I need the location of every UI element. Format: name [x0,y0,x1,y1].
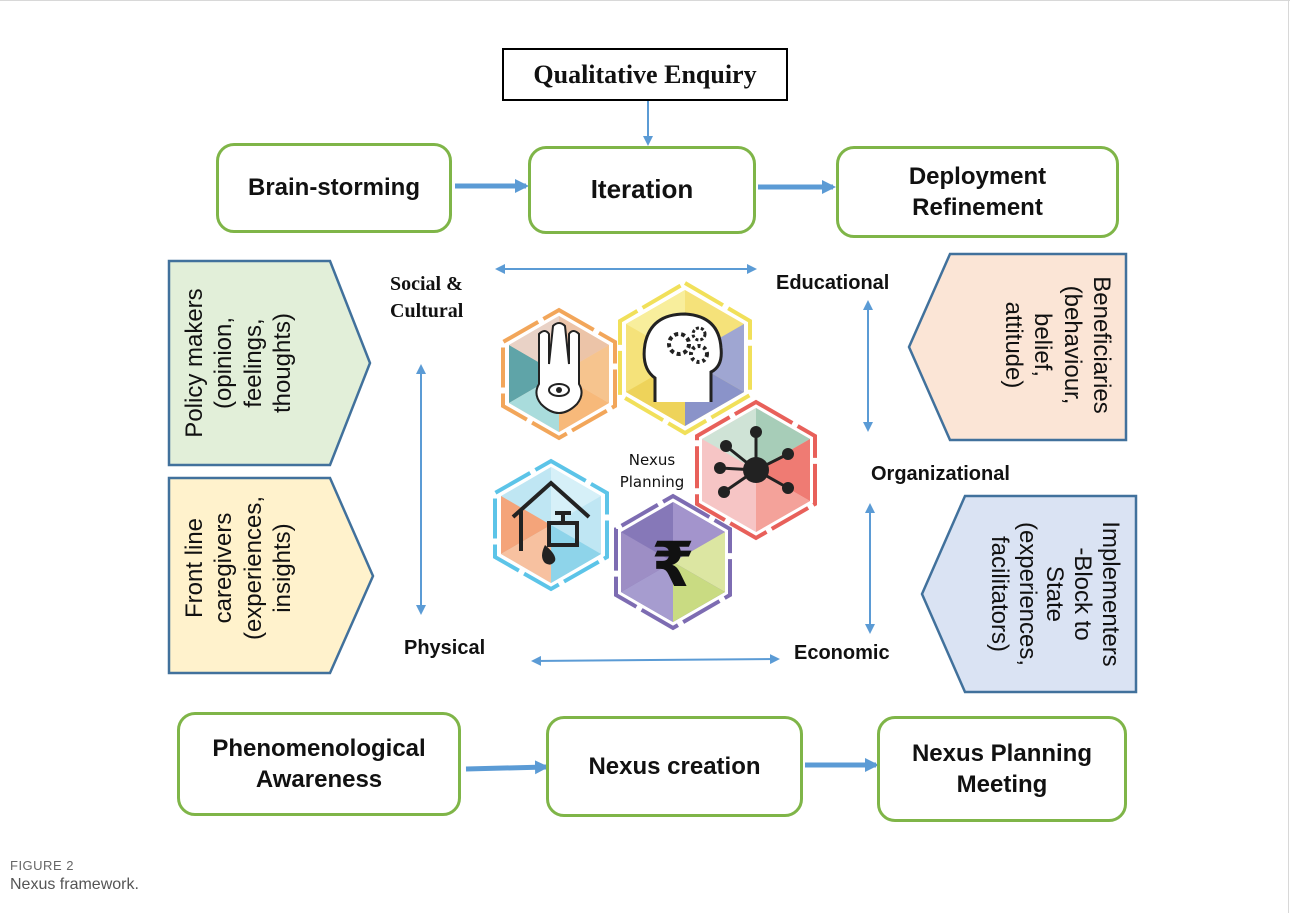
arrow-awareness-to-creation [465,760,549,775]
iteration-label: Iteration [590,174,694,205]
hamsa-icon [501,307,617,441]
policy-line-1: Policy makers [181,288,208,438]
deployment-label: Deployment [908,162,1047,190]
figure-caption: Nexus framework. [10,876,139,893]
center-nexus-text: Nexus [628,451,676,469]
refinement-label: Refinement [912,194,1043,221]
implementers-line-5: facilitators) [985,535,1013,653]
policy-makers-text: Policy makers (opinion, feelings, though… [180,283,297,443]
frame-right-border [1288,0,1289,913]
beneficiaries-line-2: (behaviour, [1058,285,1086,405]
physical-label: Physical [404,637,486,659]
phenomenological-label: Phenomenological [212,734,426,762]
awareness-label: Awareness [255,766,383,793]
frontline-line-3: (experiences, [239,495,267,641]
nexus-creation-box: Nexus creation [546,716,803,817]
nexus-planning-label: Nexus Planning [911,739,1093,767]
rupee-symbol: ₹ [651,528,694,601]
front-line-caregivers-shape [167,476,375,675]
cultural-label: Cultural [390,300,464,322]
deployment-refinement-box: Deployment Refinement [836,146,1119,238]
economic-label: Economic [794,642,890,664]
policy-line-2: (opinion, [210,316,238,410]
phenomenological-awareness-box: Phenomenological Awareness [177,712,461,816]
brain-gears-icon [618,280,752,436]
organizational-label: Organizational [871,463,1010,485]
brainstorming-label: Brain-storming [247,174,420,202]
policy-makers-shape [167,259,372,467]
meeting-label: Meeting [956,771,1048,798]
implementers-shape [920,494,1138,694]
center-planning-text: Planning [619,472,685,491]
nexus-creation-label: Nexus creation [588,752,761,780]
implementers-line-1: Implementers [1097,521,1124,667]
implementers-line-4: (experiences, [1013,521,1041,667]
implementers-line-2: -Block to [1069,547,1097,641]
social-cultural-label: Social & Cultural [390,271,463,325]
nexus-planning-center-label: Nexus Planning [615,450,689,494]
beneficiaries-line-4: attitude) [1000,301,1028,389]
figure-label: FIGURE 2 [10,858,74,873]
beneficiaries-line-1: Beneficiaries [1088,276,1115,414]
frontline-line-2: caregivers [210,512,238,624]
social-label: Social & [390,273,463,295]
implementers-line-3: State [1041,565,1069,623]
educational-label: Educational [776,272,890,294]
beneficiaries-shape [907,252,1128,442]
iteration-box: Iteration [528,146,756,234]
house-tap-icon [493,458,609,592]
frontline-line-1: Front line [181,517,208,619]
brainstorming-box: Brain-storming [216,143,452,233]
arrow-physical-economic [531,654,780,666]
network-icon [695,399,817,541]
qualitative-enquiry-label: Qualitative Enquiry [533,59,757,89]
implementers-text: Implementers -Block to State (experience… [985,514,1124,674]
policy-line-4: thoughts) [268,312,296,414]
frontline-line-4: insights) [268,523,296,613]
beneficiaries-text: Beneficiaries (behaviour, belief, attitu… [999,270,1116,420]
beneficiaries-line-3: belief, [1029,312,1057,378]
nexus-planning-meeting-box: Nexus Planning Meeting [877,716,1127,822]
qualitative-enquiry-box: Qualitative Enquiry [502,48,788,101]
rupee-icon [614,493,732,631]
front-line-caregivers-text: Front line caregivers (experiences, insi… [180,480,297,656]
frame-top-border [0,0,1290,1]
policy-line-3: feelings, [239,318,267,408]
